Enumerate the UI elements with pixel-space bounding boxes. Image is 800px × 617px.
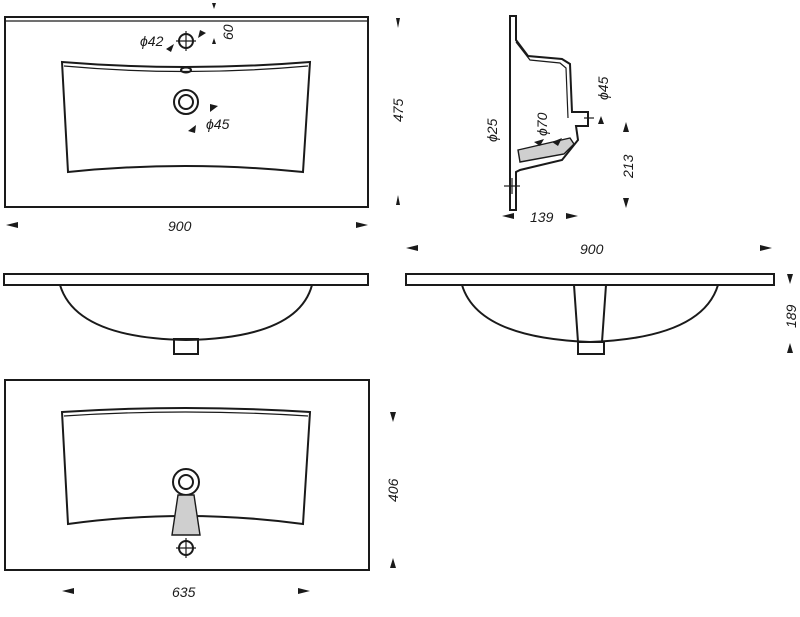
rear-waste-pipe [572, 284, 608, 343]
bowl-plan-inner-edge [63, 411, 309, 417]
arrow-height-top [623, 122, 629, 132]
overflow-diameter-label: ϕ25 [484, 118, 500, 142]
tap-hole-diameter-label: ϕ42 [140, 33, 164, 49]
front-elevation [3, 273, 369, 355]
arrow-rear-height-bottom [787, 343, 793, 353]
section-waste-pipe [517, 137, 575, 163]
rear-waste [577, 341, 605, 355]
arrow-plan-depth-top [390, 412, 396, 422]
bowl-plan: 406 635 [4, 379, 401, 600]
arrow-rear-width-right [760, 245, 772, 251]
top-view: ϕ42 60 ϕ45 475 900 [4, 3, 406, 234]
arrow-plan-depth-bottom [390, 558, 396, 568]
bowl-height-label: 213 [620, 154, 636, 179]
arrow-depth-bottom [396, 195, 400, 205]
bowl-plan-tap-hole [176, 538, 196, 558]
arrow-plan-width-right [298, 588, 310, 594]
front-bowl [59, 284, 313, 342]
waste-diameter-label: ϕ45 [595, 76, 611, 100]
arrow-plan-width-left [62, 588, 74, 594]
depth-label: 475 [390, 98, 406, 122]
arrow-waste [598, 116, 604, 124]
plan-depth-label: 406 [385, 478, 401, 502]
bowl-plan-outline [4, 379, 370, 571]
arrow-drain-right [210, 104, 218, 112]
arrow-offset-bottom [212, 38, 216, 44]
tap-hole [176, 31, 196, 51]
arrow-offset-left [502, 213, 514, 219]
section-inner-profile [515, 41, 569, 119]
drain-hole [173, 89, 199, 115]
arrow-outlet [552, 138, 562, 146]
arrow-rear-height-top [787, 274, 793, 284]
rear-countertop [405, 273, 775, 286]
bowl-outline [60, 60, 312, 174]
rear-bowl [461, 284, 719, 344]
plan-width-label: 635 [172, 584, 196, 600]
bowl-plan-basin [60, 407, 312, 526]
front-waste [173, 338, 199, 355]
arrow-rear-width-left [406, 245, 418, 251]
arrow-drain-left [188, 125, 196, 133]
overflow-slot [180, 66, 192, 74]
rear-height-label: 189 [783, 304, 799, 328]
arrow-overflow [534, 139, 544, 146]
rear-width-label: 900 [580, 241, 604, 257]
arrow-offset-top [212, 3, 216, 9]
arrow-tap-left [166, 44, 174, 52]
side-section: ϕ25 ϕ70 ϕ45 213 139 [484, 15, 636, 225]
drain-outlet-diameter-label: ϕ70 [534, 112, 550, 136]
arrow-height-bottom [623, 198, 629, 208]
bowl-plan-drain [171, 468, 201, 536]
arrow-offset-right [566, 213, 578, 219]
rear-elevation: 900 189 [405, 241, 799, 355]
drain-offset-label: 139 [530, 209, 554, 225]
arrow-width-right [356, 222, 368, 228]
tap-hole-offset-label: 60 [220, 24, 236, 40]
arrow-tap-right [198, 30, 206, 38]
width-label: 900 [168, 218, 192, 234]
arrow-depth-top [396, 18, 400, 28]
drain-diameter-label: ϕ45 [206, 116, 230, 132]
basin-outline [4, 16, 369, 208]
arrow-width-left [6, 222, 18, 228]
front-countertop [3, 273, 369, 286]
